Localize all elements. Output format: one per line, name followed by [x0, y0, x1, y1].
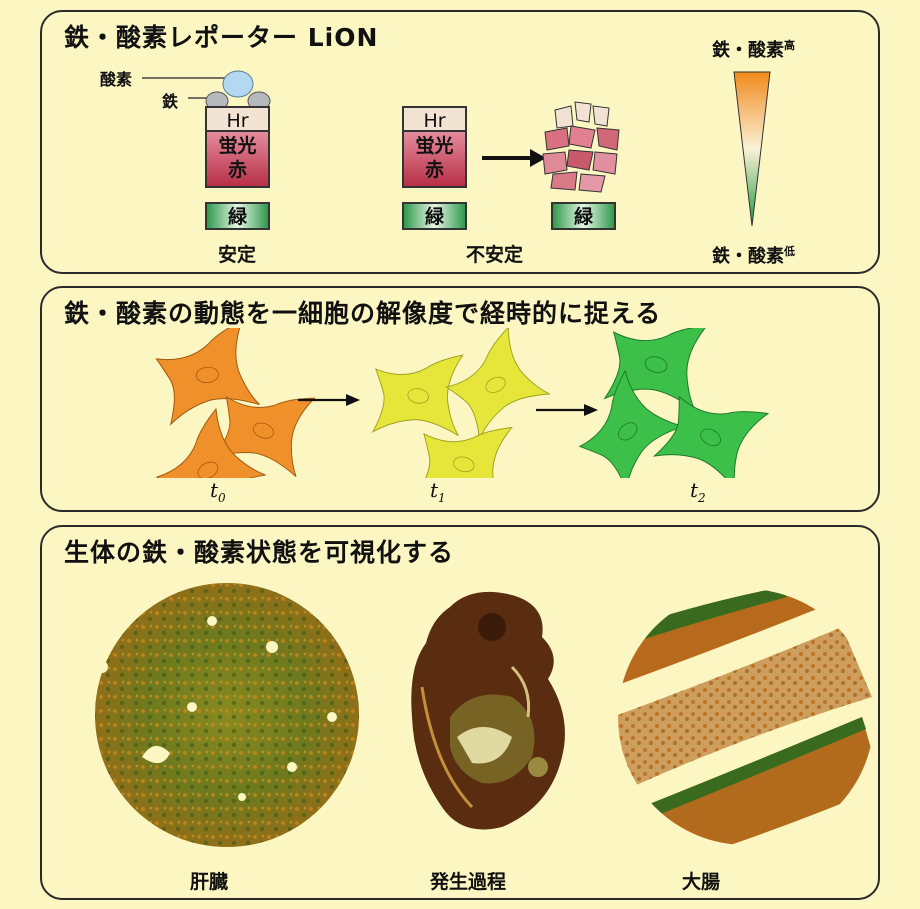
liver-image — [95, 583, 359, 847]
stable-caption: 安定 — [218, 244, 257, 266]
degraded-fragments-icon — [542, 101, 620, 193]
green-fluorescent-unstable-right: 緑 — [551, 202, 616, 230]
red-label-line1: 蛍光 — [218, 135, 257, 157]
cell-time-series — [141, 328, 777, 478]
red-label-line1: 蛍光 — [415, 135, 454, 157]
arrow-icon — [536, 404, 598, 416]
panel-single-cell-dynamics: 鉄・酸素の動態を一細胞の解像度で経時的に捉える — [40, 286, 880, 512]
degradation-arrow-icon — [482, 149, 546, 167]
unstable-caption: 不安定 — [466, 244, 524, 266]
embryo-image — [411, 591, 565, 830]
green-fluorescent-stable: 緑 — [205, 202, 270, 230]
time-label-t0: t0 — [210, 478, 226, 505]
panel1-title: 鉄・酸素レポーター LiON — [64, 23, 379, 52]
hr-domain-unstable: Hr — [402, 106, 467, 132]
cells-t1 — [364, 328, 555, 478]
intestine-caption: 大腸 — [682, 871, 721, 893]
panel3-title: 生体の鉄・酸素状態を可視化する — [64, 538, 455, 567]
scale-high-label: 鉄・酸素高 — [712, 39, 795, 61]
hr-domain-stable: Hr — [205, 106, 270, 132]
liver-caption: 肝臓 — [190, 871, 229, 893]
iron-oxygen-gradient-scale — [733, 71, 771, 227]
intestine-image — [618, 589, 874, 845]
time-label-t1: t1 — [430, 478, 446, 505]
red-fluorescent-stable: 蛍光 赤 — [205, 130, 270, 188]
panel2-title: 鉄・酸素の動態を一細胞の解像度で経時的に捉える — [64, 299, 662, 328]
red-label-line2: 赤 — [424, 159, 444, 181]
oxygen-label: 酸素 — [100, 70, 133, 89]
time-label-t2: t2 — [690, 478, 706, 505]
development-caption: 発生過程 — [430, 871, 507, 893]
red-label-line2: 赤 — [227, 159, 247, 181]
green-fluorescent-unstable-left: 緑 — [402, 202, 467, 230]
panel-lion-reporter: 鉄・酸素レポーター LiON 酸素 鉄 Hr 蛍光 赤 緑 安定 Hr 蛍光 赤 — [40, 10, 880, 274]
red-fluorescent-unstable: 蛍光 赤 — [402, 130, 467, 188]
oxygen-molecule-icon — [222, 70, 254, 98]
scale-low-label: 鉄・酸素低 — [712, 245, 795, 267]
arrow-icon — [298, 394, 360, 406]
tissue-images — [95, 583, 874, 847]
panel-in-vivo-imaging: 生体の鉄・酸素状態を可視化する — [40, 525, 880, 900]
cells-t0 — [141, 328, 324, 478]
iron-label: 鉄 — [162, 92, 179, 111]
cells-t2 — [560, 328, 777, 478]
